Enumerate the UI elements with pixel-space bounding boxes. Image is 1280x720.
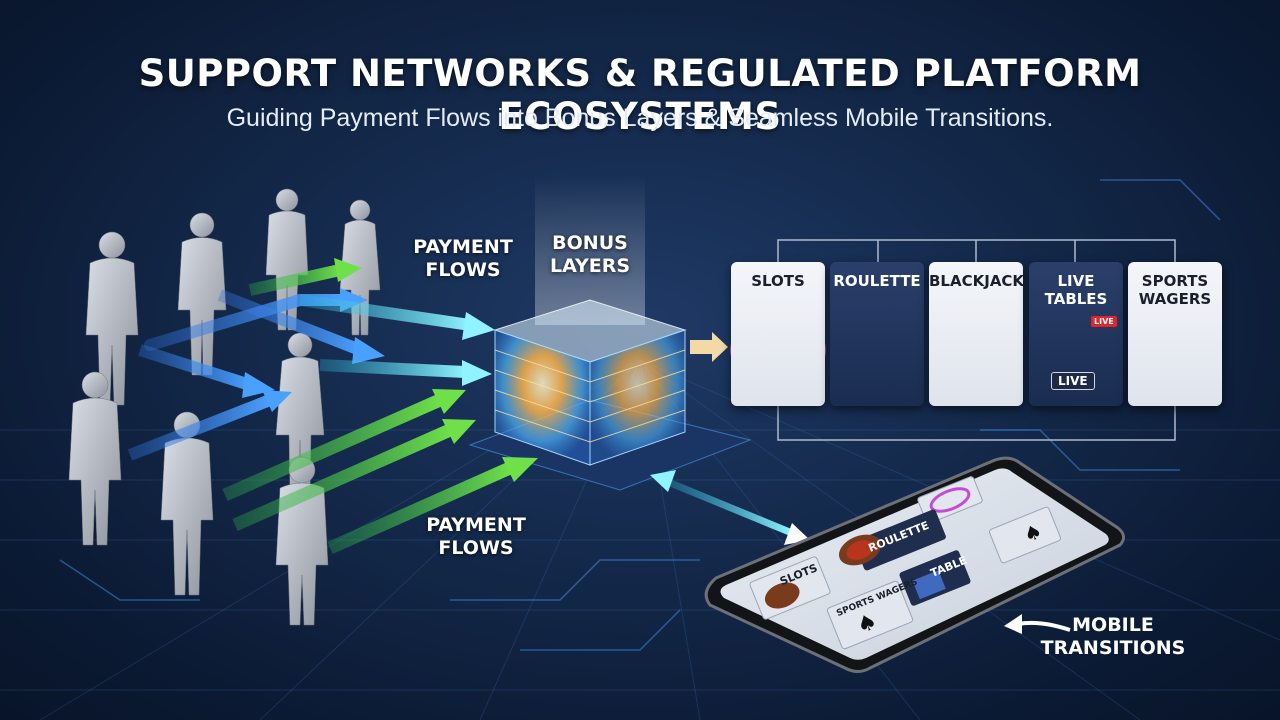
label-line: FLOWS: [438, 537, 514, 559]
smartphone: ♠ ♠ ROULETTE SLOTS TABLE SPORTS WAGERS: [704, 456, 1125, 673]
label-line: PAYMENT: [426, 514, 526, 536]
bonus-layers-label: BONUS LAYERS: [535, 232, 645, 278]
payment-flows-label-top: PAYMENT FLOWS: [408, 236, 518, 282]
flow-arrow: [127, 394, 273, 461]
card-label: ROULETTE: [833, 272, 921, 290]
cube-to-games-arrow: [690, 332, 728, 362]
payment-flow-arrows: [127, 258, 538, 554]
person-figure: [275, 332, 325, 496]
flow-arrow: [327, 462, 513, 554]
flow-arrow: [232, 424, 453, 531]
flow-arrow: [138, 344, 252, 391]
label-line: BONUS: [552, 232, 628, 254]
label-line: LIVE: [1057, 272, 1095, 290]
flow-arrow-head: [502, 457, 538, 482]
phone-tile: [899, 550, 971, 606]
mobile-arrow: [1004, 614, 1071, 634]
flow-arrow-head: [334, 258, 362, 282]
card-label: SLOTS: [751, 272, 805, 290]
flow-arrow-head: [262, 390, 292, 412]
flow-arrow: [319, 359, 466, 378]
label-line: WAGERS: [1138, 290, 1212, 308]
label-line: TRANSITIONS: [1040, 637, 1186, 659]
phone-tile: [749, 556, 831, 620]
game-card-roulette[interactable]: ROULETTE: [830, 262, 924, 406]
circuit-traces: [59, 179, 1221, 651]
label-line: MOBILE: [1072, 614, 1154, 636]
flow-arrow: [222, 394, 443, 501]
flow-arrow-head: [352, 337, 385, 364]
phone-tile: [838, 534, 882, 566]
phone-tile: ♠: [988, 506, 1062, 564]
card-label: LIVE TABLES: [1029, 272, 1123, 308]
phone-tile: ♠: [826, 580, 914, 650]
flow-arrow: [248, 264, 342, 296]
label-line: LAYERS: [549, 255, 631, 277]
card-label: SPORTS WAGERS: [1128, 272, 1222, 308]
person-figure: [177, 212, 227, 376]
people-network: [68, 188, 381, 626]
phone-tile: [854, 509, 946, 571]
page-subtitle: Guiding Payment Flows into Bonus Layers …: [226, 104, 1054, 132]
flow-arrow-head: [462, 312, 495, 340]
game-card-slots[interactable]: SLOTS: [731, 262, 825, 406]
live-caption: LIVE: [1051, 372, 1095, 390]
bonus-layers-cube: [493, 175, 687, 466]
person-figure: [68, 371, 122, 546]
label-line: TABLES: [1044, 290, 1108, 308]
cube-phone-double-arrow: [650, 470, 810, 545]
page-title: SUPPORT NETWORKS & REGULATED PLATFORM EC…: [138, 52, 1142, 138]
game-card-live-tables[interactable]: LIVE TABLES LIVE LIVE: [1029, 262, 1123, 406]
label-line: PAYMENT: [413, 236, 513, 258]
payment-flows-label-bottom: PAYMENT FLOWS: [421, 514, 531, 560]
label-line: FLOWS: [425, 259, 501, 281]
flow-arrow: [217, 289, 363, 356]
flow-arrow-head: [432, 389, 466, 414]
games-bracket: [777, 239, 1176, 441]
card-label: BLACKJACK: [929, 272, 1025, 290]
game-card-blackjack[interactable]: BLACKJACK: [929, 262, 1025, 406]
person-figure: [265, 188, 309, 331]
label-line: SPORTS: [1141, 272, 1209, 290]
game-card-sports-wagers[interactable]: SPORTS WAGERS: [1128, 262, 1222, 406]
flow-arrow: [299, 294, 471, 331]
live-badge: LIVE: [1091, 316, 1117, 327]
person-figure: [339, 199, 381, 336]
flow-arrow-head: [462, 360, 492, 386]
flow-arrow-head: [442, 419, 476, 444]
mobile-transitions-label: MOBILE TRANSITIONS: [1038, 614, 1188, 660]
